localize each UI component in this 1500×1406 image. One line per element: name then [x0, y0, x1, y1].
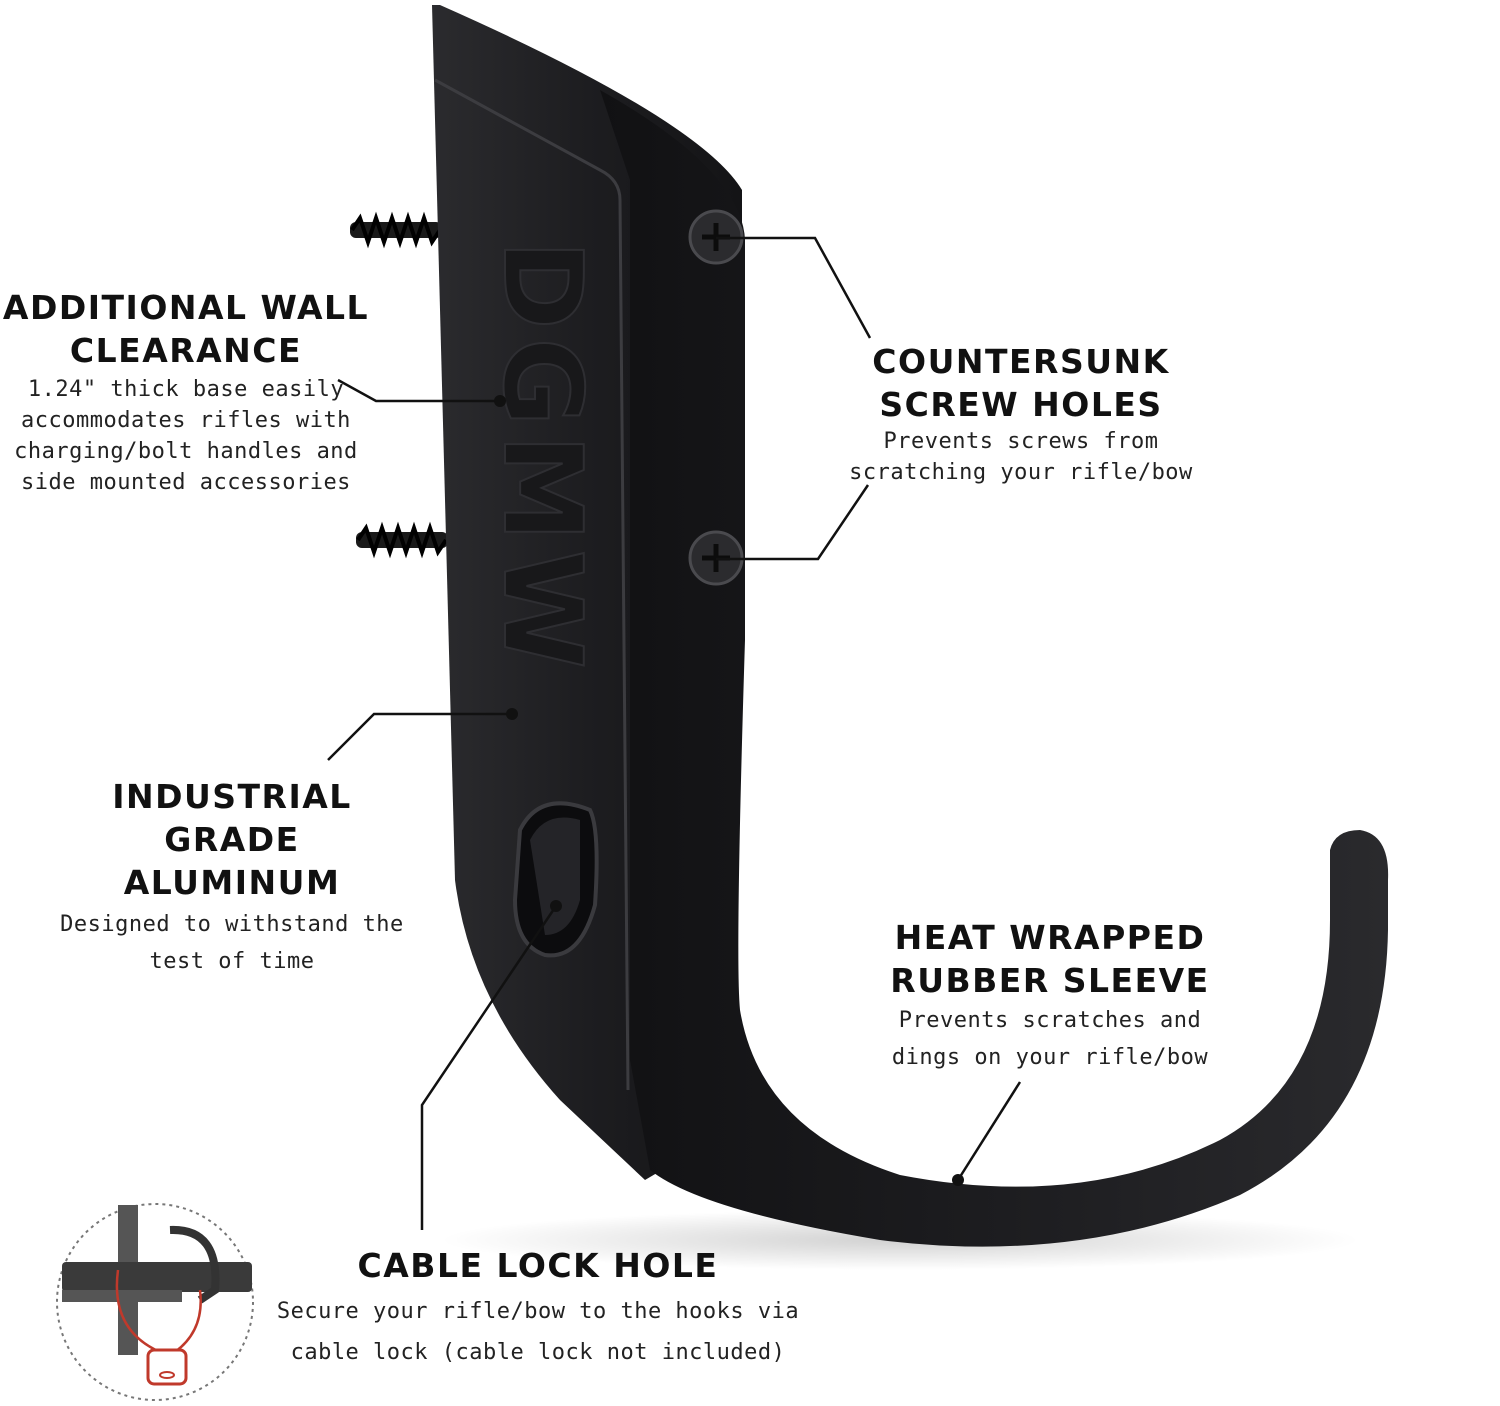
callout-title: INDUSTRIAL GRADE ALUMINUM: [40, 775, 424, 904]
leader-wall: [337, 378, 500, 403]
cable-lock-inset: [56, 1203, 254, 1401]
title-line: RUBBER SLEEVE: [890, 961, 1210, 1000]
callout-title: ADDITIONAL WALL CLEARANCE: [0, 286, 372, 372]
leader-cable: [420, 905, 558, 1230]
wall-screw-upper: [350, 211, 442, 249]
callout-title: CABLE LOCK HOLE: [357, 1246, 719, 1285]
leader-sleeve: [956, 1081, 1022, 1181]
callout-description: 1.24" thick base easily accommodates rif…: [0, 374, 372, 498]
callout-countersunk-screw-holes: COUNTERSUNK SCREW HOLES Prevents screws …: [840, 340, 1202, 488]
title-line: COUNTERSUNK: [872, 342, 1170, 381]
desc-line: Prevents scratches and: [898, 1008, 1202, 1033]
dot-aluminum: [506, 708, 518, 720]
callout-description: Prevents screws from scratching your rif…: [840, 426, 1202, 488]
rubber-sleeve: [600, 90, 1389, 1247]
desc-line: dings on your rifle/bow: [891, 1045, 1209, 1070]
desc-line: cable lock (cable lock not included): [290, 1340, 786, 1365]
desc-line: Prevents screws from: [883, 429, 1159, 454]
callout-industrial-aluminum: INDUSTRIAL GRADE ALUMINUM Designed to wi…: [40, 775, 424, 980]
emboss-logo: DGMW: [479, 240, 604, 677]
callout-wall-clearance: ADDITIONAL WALL CLEARANCE 1.24" thick ba…: [0, 286, 372, 498]
callout-rubber-sleeve: HEAT WRAPPED RUBBER SLEEVE Prevents scra…: [880, 916, 1220, 1076]
desc-line: side mounted accessories: [21, 470, 351, 495]
hook-edge-highlight: [434, 78, 630, 1091]
desc-line: Secure your rifle/bow to the hooks via: [276, 1299, 800, 1324]
callout-leaders: [327, 236, 1022, 1230]
dot-wall: [494, 395, 506, 407]
inset-cable: [115, 1269, 202, 1354]
inset-padlock: [146, 1348, 188, 1386]
cable-lock-hole: [512, 801, 599, 958]
desc-line: 1.24" thick base easily: [27, 377, 345, 402]
desc-line: accommodates rifles with: [21, 408, 351, 433]
desc-line: scratching your rifle/bow: [849, 460, 1193, 485]
title-line: ALUMINUM: [123, 863, 341, 902]
dot-cable: [550, 900, 562, 912]
wall-screw-lower: [356, 521, 448, 559]
callout-cable-lock-hole: CABLE LOCK HOLE Secure your rifle/bow to…: [268, 1244, 808, 1373]
callout-dots: [494, 395, 964, 1186]
leader-aluminum: [327, 712, 512, 761]
callout-description: Secure your rifle/bow to the hooks via c…: [268, 1291, 808, 1373]
callout-title: HEAT WRAPPED RUBBER SLEEVE: [880, 916, 1220, 1002]
dot-sleeve: [952, 1174, 964, 1186]
title-line: ADDITIONAL WALL: [2, 288, 370, 327]
title-line: SCREW HOLES: [879, 385, 1163, 424]
desc-line: test of time: [149, 949, 315, 974]
title-line: HEAT WRAPPED: [894, 918, 1206, 957]
title-line: CLEARANCE: [69, 331, 303, 370]
callout-description: Designed to withstand the test of time: [40, 906, 424, 980]
desc-line: Designed to withstand the: [60, 912, 404, 937]
callout-title: COUNTERSUNK SCREW HOLES: [840, 340, 1202, 426]
inset-rifle: [62, 1262, 252, 1292]
callout-description: Prevents scratches and dings on your rif…: [880, 1002, 1220, 1076]
desc-line: charging/bolt handles and: [14, 439, 358, 464]
leader-screw-upper: [716, 236, 872, 339]
leader-screw-lower: [716, 484, 870, 561]
title-line: INDUSTRIAL GRADE: [112, 777, 352, 859]
